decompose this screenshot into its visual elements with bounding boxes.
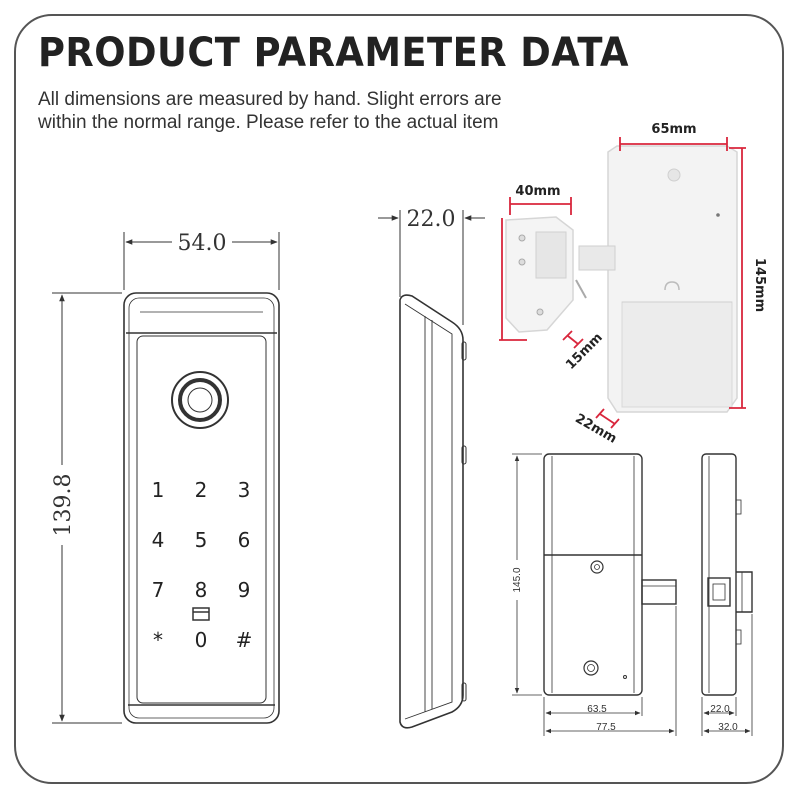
strike-slot (535, 231, 567, 279)
cover-latch (664, 281, 680, 291)
label-40mm: 40mm (515, 184, 560, 199)
lock-front-keyhole (583, 660, 599, 676)
outer-frame (14, 14, 784, 784)
key-9: 9 (238, 578, 251, 602)
side-body-outline (399, 294, 464, 729)
lock-side-outline (701, 453, 737, 696)
lock-side-drawing (701, 453, 753, 696)
lock-width-outer-label: 77.5 (596, 722, 616, 733)
dim-line-22mm (599, 413, 616, 425)
indicator-light (716, 213, 720, 217)
side-depth-label: 22.0 (407, 207, 456, 232)
key-2: 2 (195, 478, 208, 502)
latch-bolt (578, 245, 616, 271)
lock-drawing-dimensions (512, 453, 753, 736)
lock-side-inner-label: 22.0 (710, 704, 730, 715)
fingerprint-sensor-icon (187, 387, 213, 413)
side-view (399, 294, 467, 729)
keypad: 1 2 3 4 5 6 7 8 9 * 0 # (152, 478, 253, 652)
front-height-label: 139.8 (51, 474, 76, 537)
front-body-inner (128, 297, 275, 719)
key-7: 7 (152, 578, 165, 602)
side-button-top (461, 341, 467, 361)
key-hash: # (236, 628, 253, 652)
front-body-outline (123, 292, 280, 724)
side-depth-dimension (378, 210, 485, 325)
fingerprint-ring-outer (171, 371, 229, 429)
lock-screw-hole (667, 168, 681, 182)
key-star: * (153, 628, 163, 652)
label-65mm: 65mm (651, 122, 696, 137)
side-button-bottom (461, 682, 467, 702)
dim-line-15mm (567, 335, 579, 345)
front-width-dimension (123, 232, 280, 290)
lock-side-slot (707, 577, 731, 607)
key-5: 5 (195, 528, 208, 552)
key-0: 0 (195, 628, 208, 652)
lock-bolt-front (641, 579, 677, 605)
red-dimension-lines (499, 137, 746, 429)
lock-front-outline (543, 453, 643, 696)
lock-front-drawing (543, 453, 677, 696)
lock-height-label: 145.0 (512, 567, 523, 592)
side-button-middle (461, 445, 467, 465)
key-8: 8 (195, 578, 208, 602)
front-view (123, 292, 280, 724)
label-145mm: 145mm (752, 258, 767, 312)
key-6: 6 (238, 528, 251, 552)
fingerprint-ring (178, 378, 222, 422)
lock-body-render (505, 145, 738, 413)
lock-side-bolt (736, 571, 753, 613)
front-height-dimension (52, 292, 122, 724)
front-width-label: 54.0 (178, 231, 227, 256)
key-3: 3 (238, 478, 251, 502)
lock-width-inner-label: 63.5 (587, 704, 607, 715)
lock-side-outer-label: 32.0 (718, 722, 738, 733)
page-title: PRODUCT PARAMETER DATA (38, 30, 629, 76)
lock-cover-screw (590, 560, 604, 574)
key-1: 1 (152, 478, 165, 502)
front-panel (136, 335, 267, 704)
nfc-card-icon (192, 607, 210, 621)
key-4: 4 (152, 528, 165, 552)
battery-cover (621, 301, 733, 408)
measurement-disclaimer: All dimensions are measured by hand. Sli… (38, 89, 502, 133)
label-22mm: 22mm (572, 411, 619, 447)
